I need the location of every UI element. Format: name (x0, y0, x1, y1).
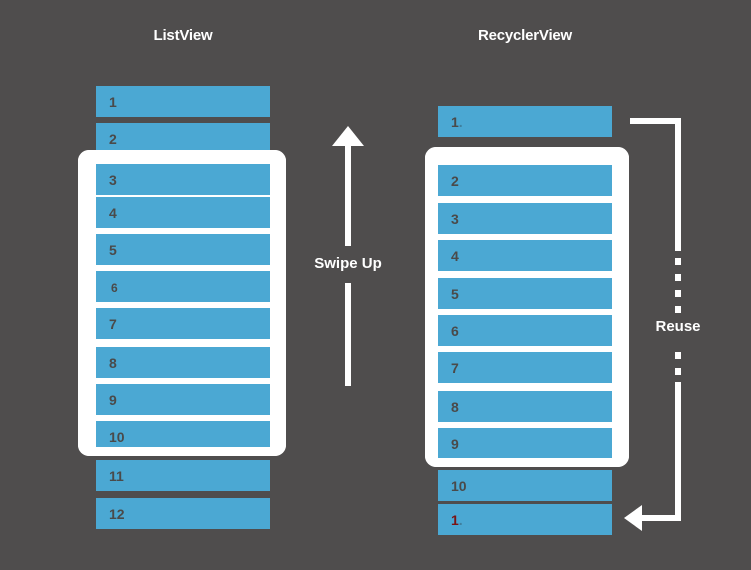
listview-row-label: 7 (109, 315, 117, 332)
recyclerview-row[interactable]: 5 (438, 278, 612, 309)
listview-row-label: 2 (109, 130, 117, 147)
reuse-arrowhead-icon (624, 505, 642, 531)
listview-row-label: 8 (109, 354, 117, 371)
recyclerview-row[interactable]: 9 (438, 428, 612, 459)
recyclerview-row[interactable]: 3 (438, 203, 612, 234)
listview-column-title: ListView (153, 27, 213, 44)
recyclerview-column-title: RecyclerView (477, 27, 573, 44)
reuse-path-dash-icon (675, 368, 681, 375)
recyclerview-row[interactable]: 10 (438, 470, 612, 501)
recyclerview-row[interactable]: 2 (438, 165, 612, 196)
recyclerview-row-label: 6 (451, 322, 459, 339)
recyclerview-row-label-dot: . (458, 511, 463, 528)
swipe-up-label: Swipe Up (314, 255, 382, 272)
listview-row-label: 6 (111, 281, 118, 296)
recyclerview-row-label: 5 (451, 285, 459, 302)
reuse-path-top-segment-icon (630, 118, 681, 124)
recyclerview-row[interactable]: 6 (438, 315, 612, 346)
listview-row[interactable]: 9 (96, 384, 270, 415)
listview-row[interactable]: 7 (96, 308, 270, 339)
listview-row-label: 11 (109, 467, 124, 484)
listview-row-label: 5 (109, 241, 117, 258)
reuse-path-dash-icon (675, 352, 681, 359)
reuse-path-dash-icon (675, 290, 681, 297)
listview-row-label: 10 (109, 428, 125, 445)
reuse-path-dash-icon (675, 258, 681, 265)
swipe-up-arrowhead-icon (332, 126, 364, 146)
listview-row[interactable]: 10 (96, 421, 270, 452)
listview-row-label: 9 (109, 391, 117, 408)
listview-row-label: 12 (109, 505, 125, 522)
listview-row[interactable]: 2 (96, 123, 270, 154)
listview-row[interactable]: 4 (96, 197, 270, 228)
recyclerview-row-label: 1. (451, 511, 463, 528)
recyclerview-row[interactable]: 1. (438, 106, 612, 137)
listview-row[interactable]: 5 (96, 234, 270, 265)
listview-row-label: 1 (109, 93, 117, 110)
recyclerview-row-label: 4 (451, 247, 459, 264)
recyclerview-row[interactable]: 8 (438, 391, 612, 422)
swipe-up-shaft-upper-icon (345, 140, 351, 246)
listview-row[interactable]: 8 (96, 347, 270, 378)
recyclerview-row-label: 2 (451, 172, 459, 189)
reuse-path-bottom-segment-icon (638, 515, 681, 521)
recyclerview-row-label: 9 (451, 435, 459, 452)
listview-row[interactable]: 11 (96, 460, 270, 491)
recyclerview-row-label: 7 (451, 359, 459, 376)
listview-row[interactable]: 1 (96, 86, 270, 117)
listview-row-label: 4 (109, 204, 117, 221)
recyclerview-row[interactable]: 4 (438, 240, 612, 271)
reuse-label: Reuse (655, 318, 701, 335)
reuse-path-dash-icon (675, 306, 681, 313)
recyclerview-row-label: 3 (451, 210, 459, 227)
listview-row[interactable]: 3 (96, 164, 270, 195)
listview-row-label: 3 (109, 171, 117, 188)
listview-row[interactable]: 12 (96, 498, 270, 529)
recyclerview-row-label: 1. (451, 113, 463, 130)
recyclerview-row[interactable]: 1. (438, 504, 612, 535)
recyclerview-row-label: 8 (451, 398, 459, 415)
reuse-path-upper-vertical-icon (675, 118, 681, 251)
recyclerview-row[interactable]: 7 (438, 352, 612, 383)
reuse-path-lower-vertical-icon (675, 382, 681, 521)
reuse-path-dash-icon (675, 274, 681, 281)
recyclerview-row-label-dot: . (458, 113, 463, 130)
listview-row[interactable]: 6 (96, 271, 270, 302)
swipe-up-shaft-lower-icon (345, 283, 351, 386)
recyclerview-row-label: 10 (451, 477, 467, 494)
